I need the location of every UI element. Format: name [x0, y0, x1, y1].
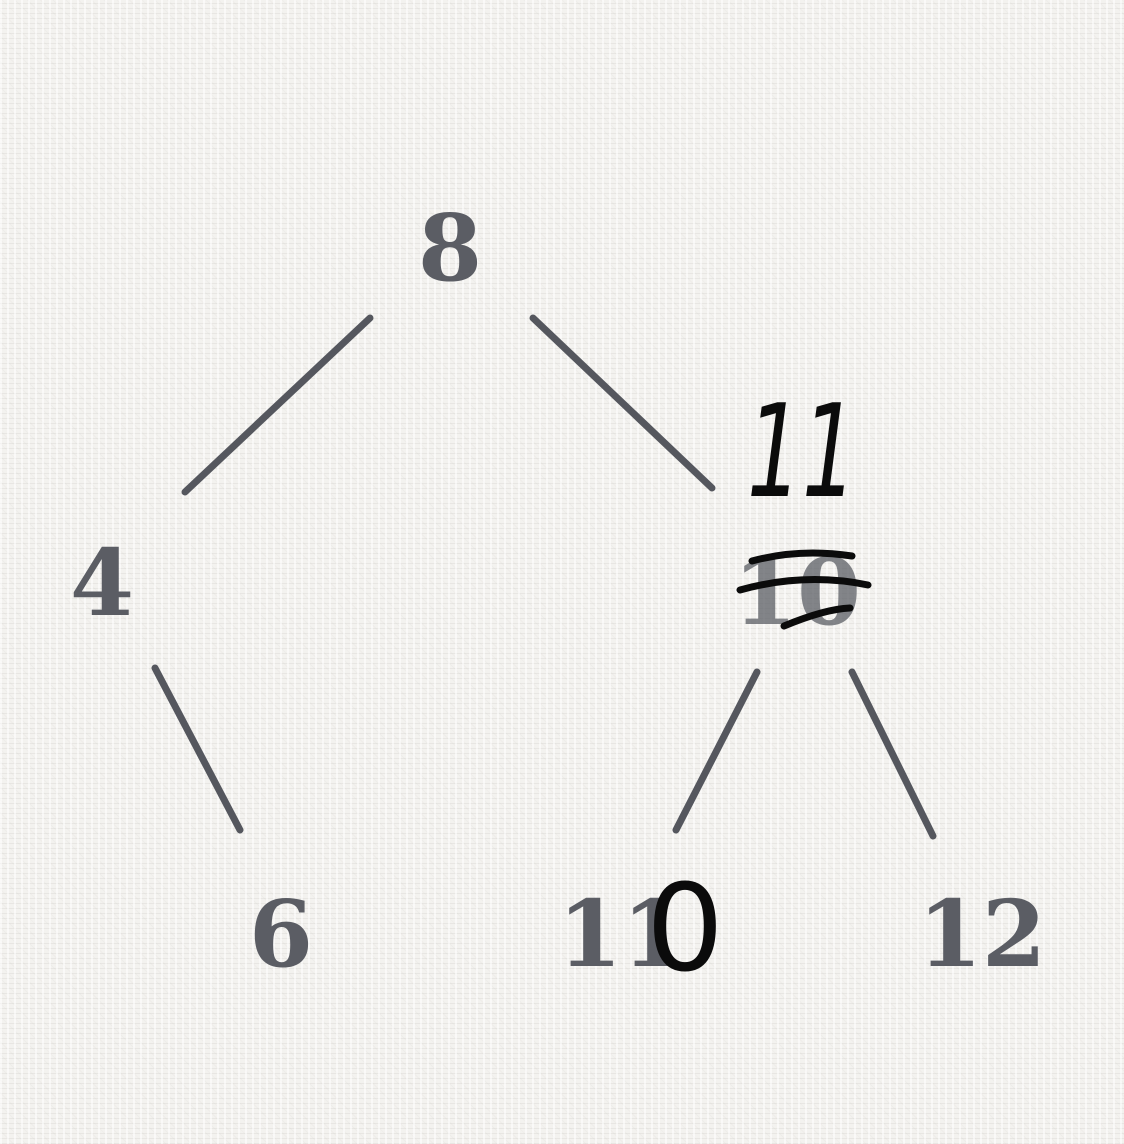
- strikethrough-marks: [736, 549, 872, 630]
- strike-line-2: [736, 576, 872, 594]
- tree-nodes: 8 4 6 10 11 12: [70, 194, 1046, 988]
- edge-right-right-left: [672, 668, 761, 834]
- handwritten-overwrite-digit: 0: [646, 860, 724, 999]
- strike-line-3: [780, 604, 854, 630]
- edge-root-right: [529, 314, 716, 492]
- node-root-label: 8: [418, 194, 482, 302]
- handwritten-annotations: 11 0: [646, 378, 872, 999]
- node-right-left-label: 11: [558, 880, 686, 988]
- edge-left-left-right: [151, 664, 244, 834]
- node-left-label: 4: [70, 529, 134, 637]
- edge-right-right-right: [848, 668, 937, 840]
- node-right-right-label: 12: [918, 880, 1046, 988]
- edge-root-left: [181, 314, 374, 496]
- strike-line-1: [748, 549, 856, 565]
- node-left-right-label: 6: [249, 880, 313, 988]
- handwritten-replacement-label: 11: [747, 378, 857, 527]
- tree-edges: [151, 314, 937, 840]
